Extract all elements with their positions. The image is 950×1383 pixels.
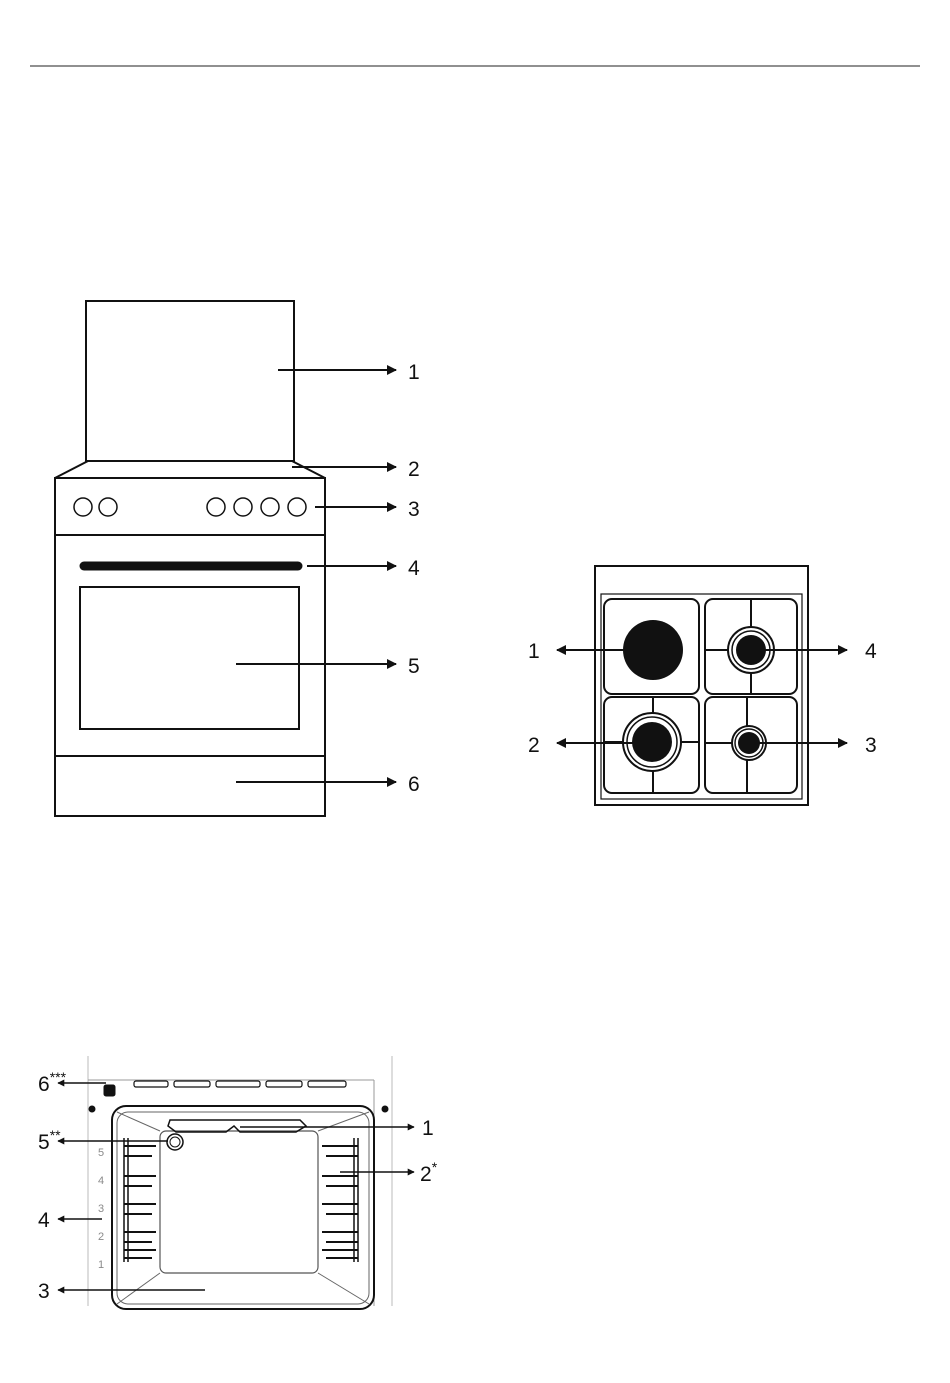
cooker-hob-edge <box>55 461 325 478</box>
hinge-dot <box>382 1106 388 1112</box>
rack-number: 2 <box>98 1231 104 1243</box>
left-shelf-runners <box>124 1146 156 1258</box>
callout-label: 5** <box>38 1127 61 1154</box>
callout-label: 2 <box>408 458 420 481</box>
hob-frame <box>595 566 808 805</box>
control-knob <box>99 498 117 516</box>
vent-slot <box>216 1081 260 1087</box>
rack-level-numbers: 5 4 3 2 1 <box>98 1147 104 1271</box>
oven-cavity <box>112 1106 374 1309</box>
callout-label: 1 <box>528 640 540 663</box>
cooker-body <box>55 478 325 816</box>
callout-label: 3 <box>408 498 420 521</box>
control-knob <box>74 498 92 516</box>
rack-number: 3 <box>98 1203 104 1215</box>
cooker-callouts <box>236 370 396 782</box>
top-heating-element <box>168 1120 306 1132</box>
hob-callout-labels: 1 2 3 4 <box>528 640 877 757</box>
cooker-callout-labels: 1 2 3 4 5 6 <box>408 361 420 796</box>
vent-slot <box>134 1081 168 1087</box>
callout-label: 2 <box>528 734 540 757</box>
cooker-lid <box>86 301 294 461</box>
callout-label: 1 <box>422 1117 434 1140</box>
oven-back-wall <box>160 1131 318 1273</box>
oven-interior-view <box>88 1056 392 1309</box>
control-knob <box>234 498 252 516</box>
oven-lamp-inner <box>170 1137 180 1147</box>
callout-label: 5 <box>408 655 420 678</box>
control-knob <box>261 498 279 516</box>
control-knob <box>207 498 225 516</box>
oven-window <box>80 587 299 729</box>
vent-slot <box>308 1081 346 1087</box>
cooker-front-view <box>55 301 325 816</box>
vent-slot <box>174 1081 210 1087</box>
callout-label: 4 <box>38 1209 50 1232</box>
door-switch <box>104 1085 115 1096</box>
callout-label: 1 <box>408 361 420 384</box>
right-shelf-runners <box>322 1146 358 1258</box>
callout-label: 6 <box>408 773 420 796</box>
control-knob <box>288 498 306 516</box>
vent-slot <box>266 1081 302 1087</box>
callout-label: 3 <box>38 1280 50 1303</box>
callout-label: 4 <box>865 640 877 663</box>
rack-number: 5 <box>98 1147 104 1159</box>
oven-lamp <box>167 1134 183 1150</box>
hob-top-view <box>595 566 808 805</box>
callout-label: 4 <box>408 557 420 580</box>
callout-label: 2* <box>420 1159 438 1186</box>
hinge-dot <box>89 1106 95 1112</box>
rack-number: 1 <box>98 1259 104 1271</box>
rack-number: 4 <box>98 1175 104 1187</box>
callout-label: 6*** <box>38 1069 67 1096</box>
callout-label: 3 <box>865 734 877 757</box>
